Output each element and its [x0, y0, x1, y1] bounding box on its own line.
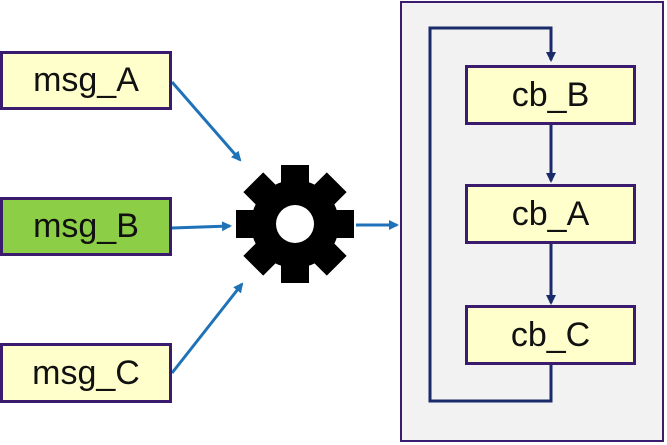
message-box-msg-c: msg_C: [0, 343, 172, 403]
gear-icon: [236, 165, 354, 283]
arrow-msg-b-to-gear: [171, 221, 232, 232]
arrow-msg-c-to-gear: [170, 282, 244, 374]
callback-box-cb-b: cb_B: [465, 65, 636, 125]
message-box-msg-a: msg_A: [0, 51, 172, 110]
message-box-msg-b: msg_B: [0, 197, 172, 256]
arrow-msg-a-to-gear: [170, 81, 242, 162]
loop-back-line: [428, 26, 556, 403]
callback-box-cb-c: cb_C: [465, 305, 636, 365]
callback-box-cb-a: cb_A: [465, 184, 636, 244]
